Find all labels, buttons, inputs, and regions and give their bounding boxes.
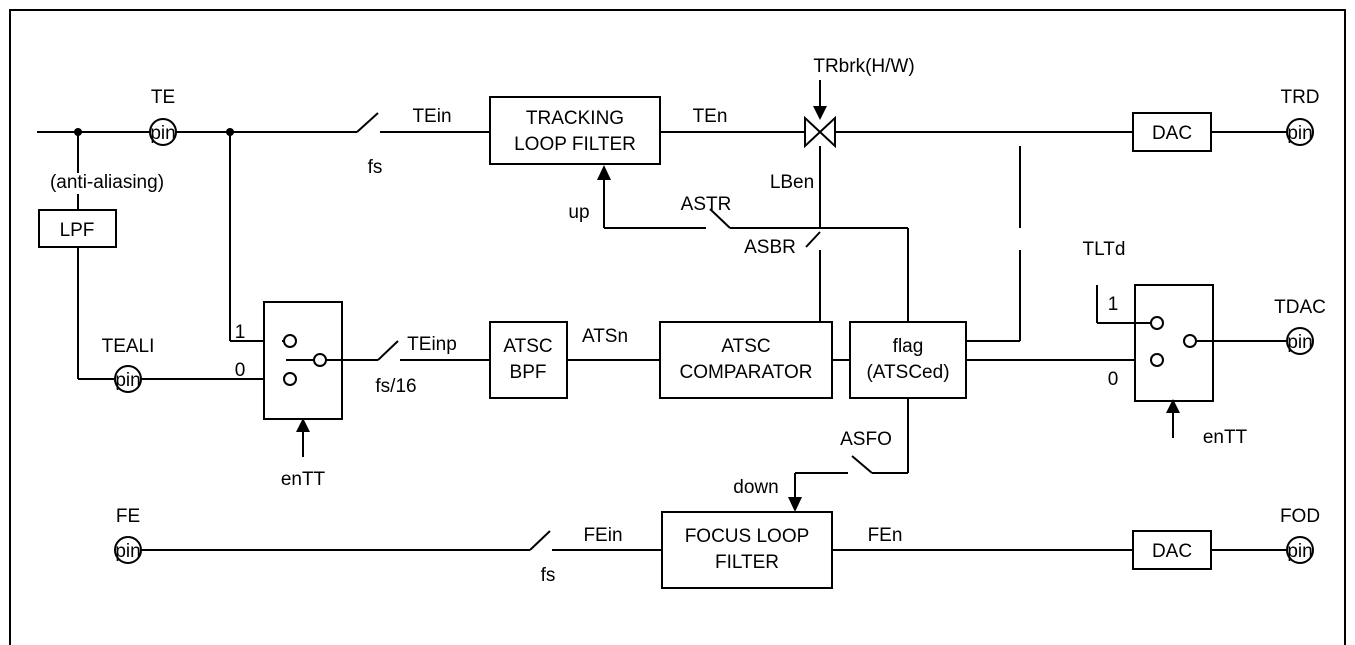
ats-n-label: ATSn — [582, 326, 628, 347]
down-label: down — [733, 477, 778, 498]
lpf-label: LPF — [60, 220, 95, 241]
te-pin: pin TE — [149, 87, 177, 146]
tr-brake-gate — [804, 115, 836, 149]
teali-pin-name: TEALI — [102, 336, 155, 357]
fs16-label: fs/16 — [375, 376, 416, 397]
focus-filter-line1: FOCUS LOOP — [685, 526, 810, 547]
flag-line2: (ATSCed) — [866, 362, 949, 383]
fe-pin-name: FE — [116, 506, 140, 527]
arrow-up-icon — [296, 418, 310, 432]
asfo-label: ASFO — [840, 429, 892, 450]
right-mux-in1-label: 1 — [1108, 294, 1119, 315]
flag-block: flag (ATSCed) — [849, 321, 967, 399]
diagram-frame — [9, 9, 1346, 645]
teali-pin: pin TEALI — [102, 336, 155, 393]
dac-bottom-block: DAC — [1132, 530, 1212, 570]
left-mux-in1-label: 1 — [235, 322, 246, 343]
fs-top-label: fs — [368, 157, 383, 178]
fe-n-label: FEn — [868, 525, 903, 546]
dac-bottom-label: DAC — [1152, 541, 1192, 562]
up-label: up — [568, 202, 589, 223]
en-tt-right-label: enTT — [1203, 427, 1248, 448]
right-mux — [1134, 284, 1287, 402]
te-n-label: TEn — [693, 106, 728, 127]
fe-in-label: FEin — [583, 525, 622, 546]
arrow-down-icon — [813, 106, 827, 120]
right-mux-in0-label: 0 — [1108, 369, 1119, 390]
tracking-loop-filter-block: TRACKING LOOP FILTER — [489, 96, 661, 165]
atsc-comparator-line2: COMPARATOR — [679, 362, 812, 383]
dac-top-label: DAC — [1152, 123, 1192, 144]
dac-top-block: DAC — [1132, 112, 1212, 152]
tracking-filter-line2: LOOP FILTER — [514, 134, 636, 155]
tdac-pin-name: TDAC — [1274, 297, 1326, 318]
left-mux-in0-label: 0 — [235, 360, 246, 381]
tr-brk-label: TRbrk(H/W) — [813, 56, 914, 77]
lb-en-label: LBen — [770, 172, 814, 193]
te-pin-name: TE — [151, 87, 175, 108]
fod-pin-label: pin — [1287, 541, 1312, 562]
atsc-bpf-line2: BPF — [510, 362, 547, 383]
atsc-comparator-line1: ATSC — [721, 336, 770, 357]
tltd-label: TLTd — [1083, 239, 1126, 260]
trd-pin: pin TRD — [1280, 87, 1320, 146]
fs-bottom-label: fs — [541, 565, 556, 586]
focus-loop-filter-block: FOCUS LOOP FILTER — [661, 511, 833, 589]
fe-pin: pin FE — [114, 506, 142, 564]
te-in-label: TEin — [412, 106, 451, 127]
arrow-down-icon — [788, 497, 802, 512]
fe-pin-label: pin — [115, 541, 140, 562]
atsc-comparator-block: ATSC COMPARATOR — [659, 321, 833, 399]
anti-aliasing-label: (anti-aliasing) — [50, 172, 164, 193]
lpf-block: LPF — [38, 209, 117, 248]
te-inp-label: TEinp — [407, 334, 457, 355]
flag-line1: flag — [893, 336, 924, 357]
teali-pin-label: pin — [115, 370, 140, 391]
arrow-up-icon — [597, 165, 611, 180]
asbr-label: ASBR — [744, 237, 796, 258]
arrow-up-icon — [1166, 399, 1180, 413]
focus-filter-line2: FILTER — [715, 552, 779, 573]
tdac-pin-label: pin — [1287, 332, 1312, 353]
en-tt-left-label: enTT — [281, 469, 326, 490]
fod-pin: pin FOD — [1280, 506, 1320, 564]
atsc-bpf-line1: ATSC — [503, 336, 552, 357]
trd-pin-name: TRD — [1280, 87, 1319, 108]
tdac-pin: pin TDAC — [1274, 297, 1326, 355]
fod-pin-name: FOD — [1280, 506, 1320, 527]
tracking-filter-line1: TRACKING — [526, 108, 624, 129]
atsc-bpf-block: ATSC BPF — [489, 321, 568, 399]
te-pin-label: pin — [150, 123, 175, 144]
astr-label: ASTR — [681, 194, 732, 215]
trd-pin-label: pin — [1287, 123, 1312, 144]
